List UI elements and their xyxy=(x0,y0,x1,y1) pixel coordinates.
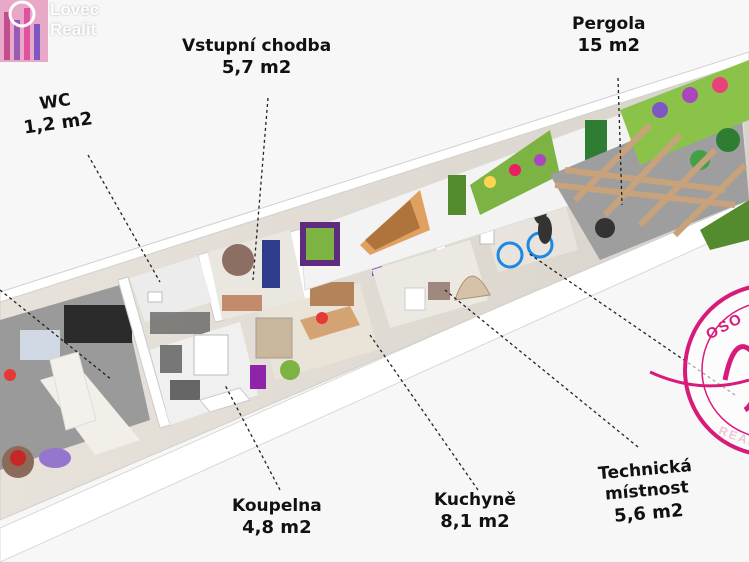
brand-logo-text: Lovec Realit xyxy=(50,0,99,40)
pointer-lines xyxy=(0,77,736,491)
label-pergola: Pergola 15 m2 xyxy=(572,14,646,58)
pointer-line-koupelna xyxy=(224,384,281,491)
label-technicka-mistnost: Technická místnost 5,6 m2 xyxy=(597,456,696,529)
label-kuchyne: Kuchyně 8,1 m2 xyxy=(434,490,516,534)
pointer-line-kuchyne xyxy=(369,334,479,491)
building-model xyxy=(0,51,749,562)
label-vstupni-chodba: Vstupní chodba 5,7 m2 xyxy=(182,36,331,80)
label-vstupni-chodba-area: 5,7 m2 xyxy=(221,57,292,79)
label-pergola-name: Pergola xyxy=(572,14,646,34)
watermark-seal xyxy=(649,285,749,455)
pointer-line-vstupni-chodba xyxy=(252,97,269,281)
label-vstupni-chodba-name: Vstupní chodba xyxy=(182,36,332,56)
label-koupelna-name: Koupelna xyxy=(232,496,322,516)
label-koupelna: Koupelna 4,8 m2 xyxy=(232,496,322,540)
label-kuchyne-name: Kuchyně xyxy=(434,490,516,510)
pointer-line-wc xyxy=(87,154,161,283)
label-koupelna-area: 4,8 m2 xyxy=(242,517,312,539)
logo-icon xyxy=(0,0,48,62)
brand-logo-line2: Realit xyxy=(50,20,97,39)
brand-logo-line1: Lovec xyxy=(50,0,100,19)
label-kuchyne-area: 8,1 m2 xyxy=(440,511,510,533)
label-pergola-area: 15 m2 xyxy=(577,35,641,57)
